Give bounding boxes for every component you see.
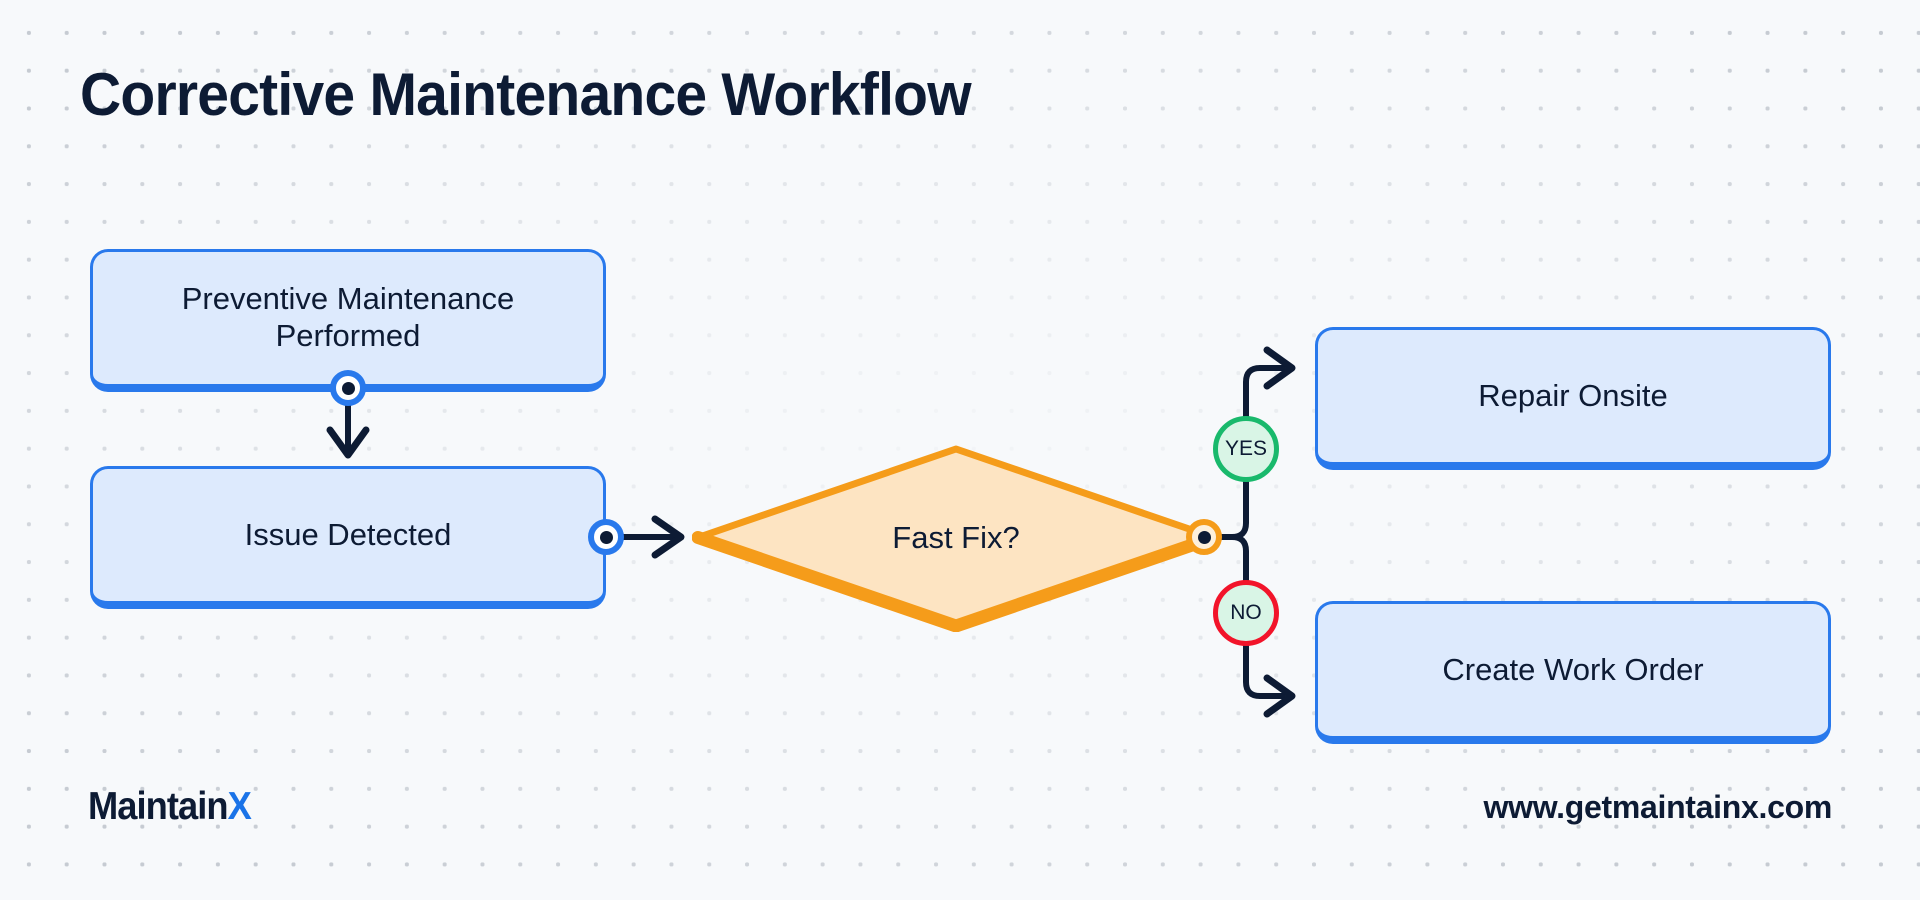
edge-issue-to-decision xyxy=(620,515,685,559)
edge-badge-label: YES xyxy=(1224,437,1268,460)
node-label: Create Work Order xyxy=(1442,651,1704,687)
diamond-label-wrap: Fast Fix? xyxy=(692,443,1220,632)
node-create-work-order[interactable]: Create Work Order xyxy=(1315,601,1831,744)
node-label: Fast Fix? xyxy=(892,519,1020,555)
logo-wordmark: Maintain xyxy=(88,785,229,828)
node-repair-onsite[interactable]: Repair Onsite xyxy=(1315,327,1831,470)
page-title: Corrective Maintenance Workflow xyxy=(80,61,972,128)
edge-badge-label: NO xyxy=(1230,601,1262,624)
node-fast-fix-decision[interactable]: Fast Fix? xyxy=(692,443,1220,632)
diamond-shape xyxy=(692,445,1220,632)
node-issue-detected[interactable]: Issue Detected xyxy=(90,466,606,609)
node-label: Repair Onsite xyxy=(1478,377,1668,413)
connector-dot-decision-right[interactable] xyxy=(1186,519,1222,555)
website-url: www.getmaintainx.com xyxy=(1483,789,1833,825)
connector-dot-issue-right[interactable] xyxy=(588,519,624,555)
connector-dot-preventive-bottom[interactable] xyxy=(330,370,366,406)
edge-badge-yes[interactable]: YES xyxy=(1213,416,1279,482)
node-label: Preventive Maintenance Performed xyxy=(181,281,515,353)
logo-accent-x: X xyxy=(227,785,252,828)
edge-badge-no[interactable]: NO xyxy=(1213,580,1279,646)
maintainx-logo: MaintainX xyxy=(88,785,252,829)
node-label: Issue Detected xyxy=(244,516,452,552)
